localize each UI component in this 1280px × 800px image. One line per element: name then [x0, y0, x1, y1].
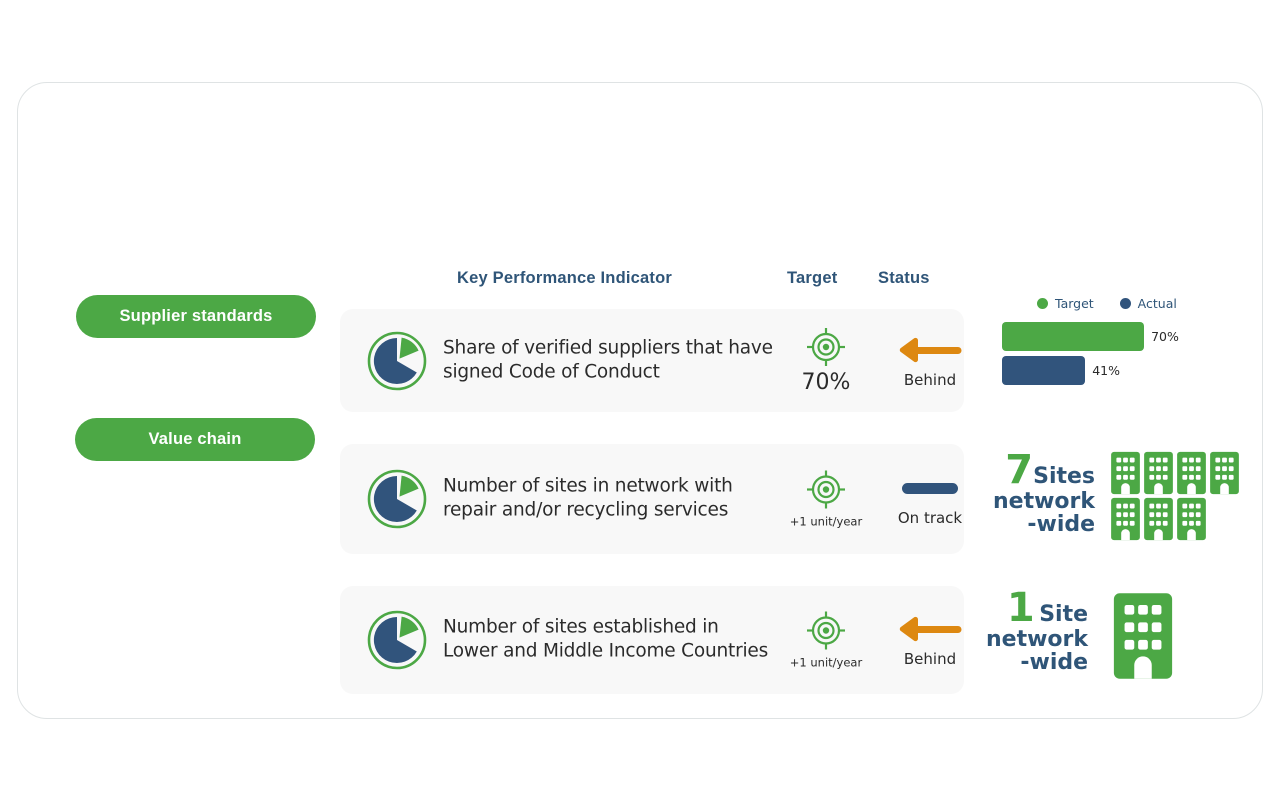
- status-cell: Behind: [875, 333, 985, 389]
- status-label: On track: [897, 509, 963, 527]
- legend-item-target: Target: [1037, 296, 1094, 311]
- target-bullseye-icon: [806, 327, 846, 367]
- target-value: +1 unit/year: [789, 655, 863, 670]
- building-icon: [1111, 497, 1140, 541]
- building-icon: [1210, 451, 1239, 495]
- column-header-kpi: Key Performance Indicator: [457, 269, 672, 287]
- kpi-row[interactable]: Share of verified suppliers that have si…: [340, 309, 964, 412]
- pie-chart-icon: [366, 468, 428, 530]
- bar-row-actual: 41%: [1002, 356, 1252, 385]
- stat-subline-1: network: [986, 627, 1089, 653]
- building-icon-wrap: [1175, 450, 1208, 496]
- building-icon-wrap: [1109, 496, 1142, 542]
- building-icon-wrap: [1142, 450, 1175, 496]
- legend-color-swatch: [1119, 298, 1131, 309]
- category-pill-supplier-standards[interactable]: Supplier standards: [76, 295, 316, 338]
- building-icon-wrap: [1109, 450, 1142, 496]
- bar-value-label: 70%: [1151, 329, 1179, 344]
- pie-chart-icon: [366, 330, 428, 392]
- building-icon-wrap: [1175, 496, 1208, 542]
- kpi-label: Share of verified suppliers that have si…: [443, 337, 773, 383]
- stat-block-sites: 7Sites network -wide: [993, 447, 1253, 542]
- stat-unit: Site: [1039, 602, 1089, 627]
- building-icon: [1113, 593, 1173, 679]
- status-cell: Behind: [875, 612, 985, 668]
- stat-text: 1 Site network -wide: [986, 585, 1089, 675]
- stat-number: 7: [1005, 447, 1034, 493]
- pie-chart-icon: [366, 609, 428, 671]
- left-arrow-icon: [898, 333, 962, 367]
- kpi-row[interactable]: Number of sites in network with repair a…: [340, 444, 964, 554]
- target-cell: +1 unit/year: [772, 611, 880, 670]
- stat-subline-2: -wide: [1020, 649, 1089, 675]
- building-icon-wrap: [1110, 593, 1176, 688]
- target-value: 70%: [801, 369, 851, 395]
- category-pill-label: Value chain: [148, 430, 242, 448]
- legend-label: Actual: [1137, 296, 1177, 311]
- building-icon: [1177, 497, 1206, 541]
- building-icon-group: [1088, 588, 1176, 689]
- stat-text: 7Sites network -wide: [993, 447, 1096, 537]
- category-pill-value-chain[interactable]: Value chain: [75, 418, 315, 461]
- dash-icon: [902, 471, 958, 505]
- kpi-row[interactable]: Number of sites established in Lower and…: [340, 586, 964, 694]
- target-cell: +1 unit/year: [772, 470, 880, 529]
- target-bullseye-icon: [806, 611, 846, 651]
- main-panel: Supplier standards Value chain Key Perfo…: [17, 82, 1263, 719]
- status-label: Behind: [903, 650, 957, 668]
- stat-unit: Sites: [1033, 464, 1096, 489]
- building-icon-wrap: [1208, 450, 1241, 496]
- stat-subline-2: -wide: [1027, 511, 1096, 537]
- legend-item-actual: Actual: [1119, 296, 1177, 311]
- stat-subline-1: network: [993, 489, 1096, 515]
- bar-value-label: 41%: [1092, 363, 1121, 378]
- bar-row-target: 70%: [1002, 322, 1252, 351]
- building-icon: [1111, 451, 1140, 495]
- left-arrow-icon: [898, 612, 962, 646]
- chart-legend: Target Actual: [1037, 296, 1252, 311]
- legend-label: Target: [1055, 296, 1094, 311]
- building-icon: [1144, 451, 1173, 495]
- building-icon: [1144, 497, 1173, 541]
- bar-chart: Target Actual 70% 41%: [1002, 296, 1252, 390]
- stat-block-sites: 1 Site network -wide: [986, 585, 1236, 689]
- building-icon: [1177, 451, 1206, 495]
- building-icon-group: [1109, 450, 1241, 542]
- stat-number: 1: [1006, 585, 1035, 631]
- column-header-target: Target: [787, 269, 838, 287]
- column-header-status: Status: [878, 269, 930, 287]
- bar-target: [1002, 322, 1145, 351]
- status-label: Behind: [903, 370, 957, 389]
- legend-color-swatch: [1037, 298, 1048, 309]
- kpi-label: Number of sites established in Lower and…: [443, 616, 769, 662]
- target-bullseye-icon: [806, 470, 846, 510]
- building-icon-wrap: [1142, 496, 1175, 542]
- status-cell: On track: [875, 471, 985, 527]
- bar-actual: [1002, 356, 1086, 385]
- kpi-label: Number of sites in network with repair a…: [443, 475, 733, 521]
- target-value: +1 unit/year: [789, 514, 863, 529]
- category-pill-label: Supplier standards: [119, 307, 273, 325]
- target-cell: 70%: [772, 327, 880, 395]
